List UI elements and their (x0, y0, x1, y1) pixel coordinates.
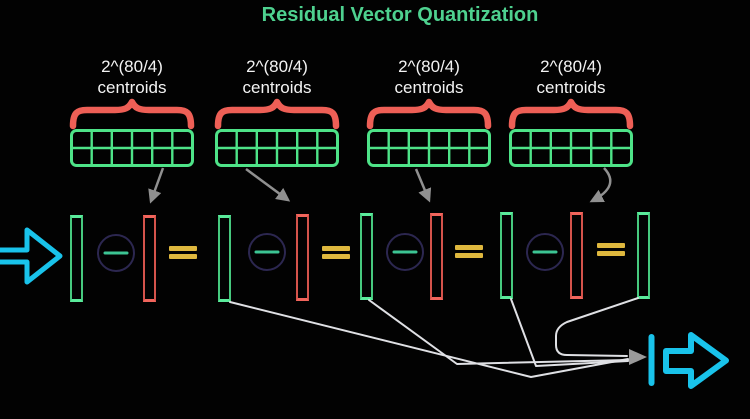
codebook-group-3: 2^(80/4) centroids (364, 56, 494, 167)
grid-to-codeword-arrow-2 (245, 167, 291, 202)
output-arrow-icon (663, 332, 729, 389)
minus-bar (254, 250, 280, 254)
equals-operator-icon (455, 245, 483, 258)
stage2-codeword-vector (296, 214, 309, 301)
codebook-grid (367, 129, 491, 167)
codebook-group-1: 2^(80/4) centroids (67, 56, 197, 167)
input-arrow-icon (0, 227, 63, 285)
minus-operator-icon (386, 233, 424, 271)
minus-operator-icon (97, 234, 135, 272)
curly-brace-icon (366, 98, 492, 130)
minus-bar (392, 250, 418, 254)
codebook-group-2: 2^(80/4) centroids (212, 56, 342, 167)
output-arrowhead-icon (629, 349, 647, 365)
stage3-codeword-vector (430, 213, 443, 300)
residual-flow-line-4 (555, 297, 639, 357)
grid-to-codeword-arrow-3 (414, 168, 432, 203)
curly-brace-icon (69, 98, 195, 130)
diagram-title: Residual Vector Quantization (261, 4, 539, 26)
minus-bar (532, 250, 558, 254)
curly-brace-icon (508, 98, 634, 130)
stage1-residual-vector (218, 215, 231, 302)
curly-brace-icon (214, 98, 340, 130)
stage4-codeword-vector (570, 212, 583, 299)
stage3-residual-vector (500, 212, 513, 299)
codebook-size-label: 2^(80/4) (540, 57, 602, 76)
minus-operator-icon (248, 233, 286, 271)
stage1-codeword-vector (143, 215, 156, 302)
codebook-grid (215, 129, 339, 167)
equals-operator-icon (322, 246, 350, 259)
minus-operator-icon (526, 233, 564, 271)
stage1-input-vector (70, 215, 83, 302)
grid-to-codeword-arrow-4 (589, 167, 612, 203)
codebook-grid (70, 129, 194, 167)
codebook-size-label: 2^(80/4) (398, 57, 460, 76)
codebook-centroids-label: centroids (242, 78, 312, 97)
stage2-residual-vector (360, 213, 373, 300)
minus-bar (103, 251, 129, 255)
codebook-size-label: 2^(80/4) (246, 57, 308, 76)
codebook-size-label: 2^(80/4) (101, 57, 163, 76)
codebook-grid (509, 129, 633, 167)
equals-operator-icon (597, 243, 625, 256)
equals-operator-icon (169, 246, 197, 259)
grid-to-codeword-arrow-1 (148, 167, 165, 204)
codebook-centroids-label: centroids (536, 78, 606, 97)
residual-flow-line-1 (229, 301, 629, 378)
stage4-residual-vector (637, 212, 650, 299)
codebook-group-4: 2^(80/4) centroids (506, 56, 636, 167)
codebook-centroids-label: centroids (394, 78, 464, 97)
residual-flow-line-2 (368, 299, 629, 365)
residual-flow-line-3 (510, 298, 629, 367)
codebook-centroids-label: centroids (97, 78, 167, 97)
